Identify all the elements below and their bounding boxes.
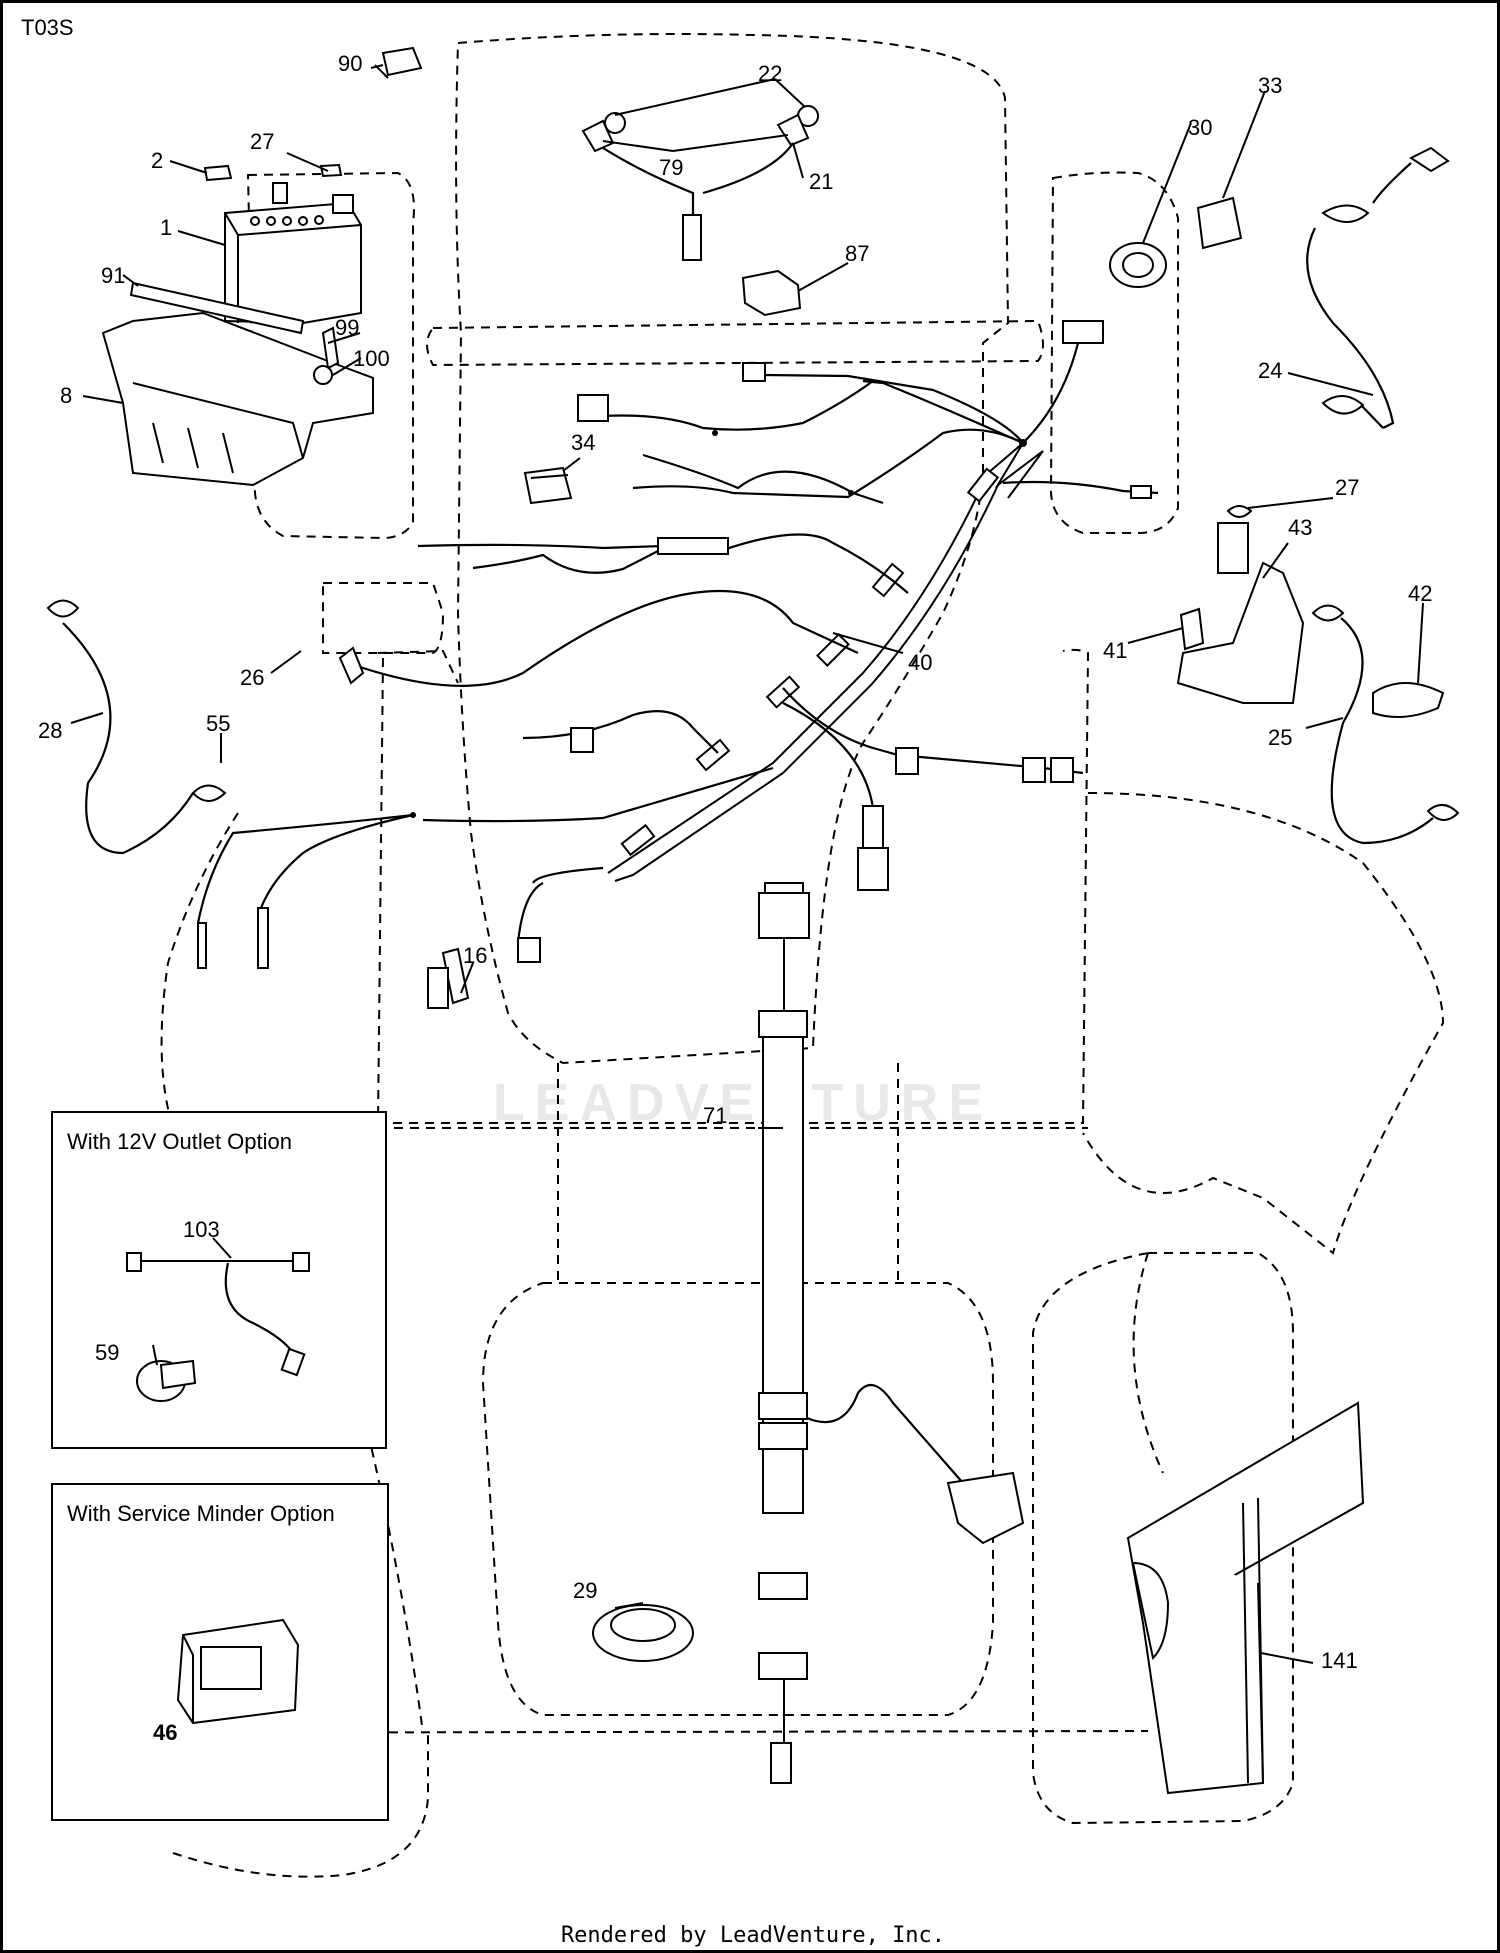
label-16: 16 — [463, 943, 487, 968]
label-30: 30 — [1188, 115, 1212, 140]
label-90: 90 — [338, 51, 362, 76]
label-87: 87 — [845, 241, 869, 266]
bracket-141 — [1126, 1401, 1365, 1795]
label-79: 79 — [659, 155, 683, 180]
battery-assembly — [101, 46, 423, 487]
label-43: 43 — [1288, 515, 1312, 540]
label-71: 71 — [703, 1103, 727, 1128]
inset-12v-drawing: 103 59 — [95, 1217, 310, 1402]
label-26: 26 — [240, 665, 264, 690]
label-59: 59 — [95, 1340, 119, 1365]
label-2: 2 — [151, 148, 163, 173]
label-8: 8 — [60, 383, 72, 408]
harness-71 — [427, 882, 1025, 1784]
label-42: 42 — [1408, 581, 1432, 606]
label-33: 33 — [1258, 73, 1282, 98]
label-21: 21 — [809, 169, 833, 194]
main-wiring-harness — [196, 320, 1159, 969]
phantom-outlines — [52, 33, 1445, 1878]
ignition-and-cables — [46, 146, 1460, 855]
inset-12v-outlet: With 12V Outlet Option 103 59 — [51, 1111, 387, 1449]
headlight-assembly — [523, 105, 819, 505]
label-34: 34 — [571, 430, 595, 455]
inset-service-minder: With Service Minder Option 46 — [51, 1483, 389, 1821]
footer-credit: Rendered by LeadVenture, Inc. — [560, 1923, 946, 1948]
part-labels: 90 22 33 30 2 27 79 21 1 87 91 99 100 24… — [38, 51, 1432, 1673]
label-40: 40 — [908, 650, 932, 675]
label-55: 55 — [206, 711, 230, 736]
label-1: 1 — [160, 215, 172, 240]
inset-12v-title: With 12V Outlet Option — [67, 1129, 292, 1154]
diagram-code: T03S — [21, 15, 74, 40]
label-27b: 27 — [1335, 475, 1359, 500]
label-24: 24 — [1258, 358, 1282, 383]
label-141: 141 — [1321, 1648, 1358, 1673]
label-103: 103 — [183, 1217, 220, 1242]
label-100: 100 — [353, 346, 390, 371]
label-29: 29 — [573, 1578, 597, 1603]
label-27a: 27 — [250, 129, 274, 154]
label-25: 25 — [1268, 725, 1292, 750]
inset-service-minder-title: With Service Minder Option — [67, 1501, 335, 1526]
parts-diagram: 90 22 33 30 2 27 79 21 1 87 91 99 100 24… — [38, 33, 1460, 1878]
label-41: 41 — [1103, 638, 1127, 663]
label-28: 28 — [38, 718, 62, 743]
label-99: 99 — [335, 315, 359, 340]
label-46: 46 — [153, 1720, 177, 1745]
label-22: 22 — [758, 61, 782, 86]
label-91: 91 — [101, 263, 125, 288]
inset-service-minder-drawing: 46 — [153, 1618, 300, 1745]
leader-lines — [70, 64, 1424, 1664]
